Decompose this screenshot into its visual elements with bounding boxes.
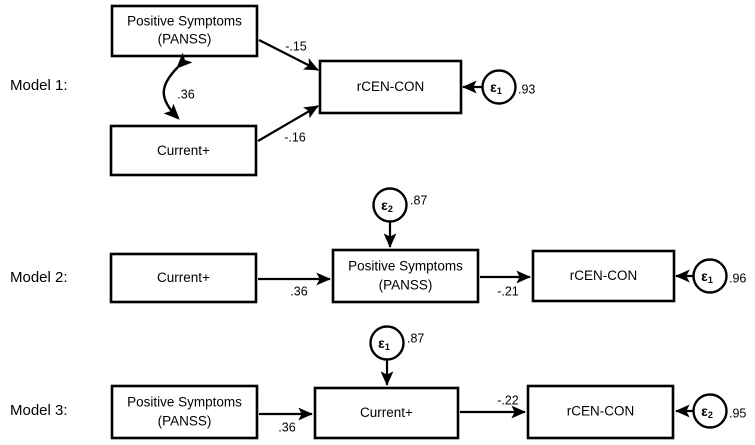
model-3-label: Model 3: xyxy=(10,402,68,419)
model-1-group: Model 1: Positive Symptoms (PANSS) Curre… xyxy=(10,4,535,177)
coef-m1-covariance: .36 xyxy=(177,87,194,101)
error-m1-e1[interactable]: ε1 .93 xyxy=(462,69,535,105)
node-m1-positive-symptoms-line1: Positive Symptoms xyxy=(127,14,242,29)
model-1-label: Model 1: xyxy=(10,77,68,94)
coef-m1-panss-to-rcen: -.15 xyxy=(285,39,307,53)
node-m2-positive-symptoms-line2: (PANSS) xyxy=(379,278,433,293)
error-m3-e1-coefficient: .87 xyxy=(407,331,424,345)
error-m2-e2-symbol: ε2 xyxy=(381,197,393,215)
node-m2-current-plus[interactable]: Current+ xyxy=(109,252,258,304)
node-m1-rcen-con-rect[interactable] xyxy=(318,59,463,115)
coef-m2-current-to-panss: .36 xyxy=(290,284,307,298)
model-2-label: Model 2: xyxy=(10,269,68,286)
error-m3-e2-symbol: ε2 xyxy=(701,403,713,421)
error-m3-e1[interactable]: ε1 .87 xyxy=(369,325,425,386)
coef-m3-panss-to-current: .36 xyxy=(278,420,295,434)
node-m2-positive-symptoms[interactable]: Positive Symptoms (PANSS) xyxy=(331,248,480,304)
error-m3-e1-symbol: ε1 xyxy=(378,335,390,353)
node-m3-current-plus-line1: Current+ xyxy=(360,405,413,420)
path-m1-panss-to-rcen xyxy=(258,39,319,71)
error-m3-e2-circle[interactable] xyxy=(692,393,728,429)
node-m2-positive-symptoms-line1: Positive Symptoms xyxy=(348,259,463,274)
error-m2-e1[interactable]: ε1 .96 xyxy=(675,258,746,294)
node-m2-rcen-con[interactable]: rCEN-CON xyxy=(531,249,676,303)
error-m2-e2[interactable]: ε2 .87 xyxy=(372,187,428,248)
node-m1-current-plus-rect[interactable] xyxy=(109,124,258,177)
node-m1-rcen-con-line1: rCEN-CON xyxy=(357,79,425,94)
node-m3-rcen-con[interactable]: rCEN-CON xyxy=(526,384,675,440)
node-m2-rcen-con-rect[interactable] xyxy=(531,249,676,303)
error-m1-e1-coefficient: .93 xyxy=(518,82,535,96)
error-m2-e1-coefficient: .96 xyxy=(729,271,746,285)
error-m3-e2[interactable]: ε2 .95 xyxy=(675,393,746,429)
node-m2-current-plus-line1: Current+ xyxy=(157,270,210,285)
node-m1-current-plus-line1: Current+ xyxy=(157,143,210,158)
node-m2-positive-symptoms-rect[interactable] xyxy=(331,248,480,304)
node-m3-positive-symptoms-line2: (PANSS) xyxy=(158,414,212,429)
path-m1-covariance-panss-current xyxy=(162,52,193,120)
node-m3-positive-symptoms[interactable]: Positive Symptoms (PANSS) xyxy=(110,384,259,440)
error-m2-e1-symbol: ε1 xyxy=(701,268,713,286)
coef-m2-panss-to-rcen: -.21 xyxy=(497,284,519,298)
node-m1-positive-symptoms-rect[interactable] xyxy=(110,4,259,58)
error-m3-e1-circle[interactable] xyxy=(369,325,405,361)
coef-m3-current-to-rcen: -.22 xyxy=(497,393,519,407)
model-3-group: Model 3: Positive Symptoms (PANSS) Curre… xyxy=(10,325,746,440)
node-m2-rcen-con-line1: rCEN-CON xyxy=(570,268,638,283)
node-m3-rcen-con-line1: rCEN-CON xyxy=(567,404,635,419)
error-m1-e1-circle[interactable] xyxy=(481,69,517,105)
node-m3-current-plus[interactable]: Current+ xyxy=(313,386,460,440)
node-m3-positive-symptoms-line1: Positive Symptoms xyxy=(127,395,242,410)
model-2-group: Model 2: Current+ Positive Symptoms (PAN… xyxy=(10,187,746,304)
node-m1-positive-symptoms[interactable]: Positive Symptoms (PANSS) xyxy=(110,4,259,58)
node-m3-rcen-con-rect[interactable] xyxy=(526,384,675,440)
error-m3-e2-coefficient: .95 xyxy=(729,406,746,420)
node-m1-current-plus[interactable]: Current+ xyxy=(109,124,258,177)
node-m2-current-plus-rect[interactable] xyxy=(109,252,258,304)
error-m1-e1-symbol: ε1 xyxy=(490,79,502,97)
node-m3-positive-symptoms-rect[interactable] xyxy=(110,384,259,440)
path-m1-current-to-rcen xyxy=(257,105,319,142)
error-m2-e2-circle[interactable] xyxy=(372,187,408,223)
error-m2-e1-circle[interactable] xyxy=(692,258,728,294)
error-m2-e2-coefficient: .87 xyxy=(410,193,427,207)
node-m3-current-plus-rect[interactable] xyxy=(313,386,460,440)
coef-m1-current-to-rcen: -.16 xyxy=(284,130,306,144)
node-m1-rcen-con[interactable]: rCEN-CON xyxy=(318,59,463,115)
node-m1-positive-symptoms-line2: (PANSS) xyxy=(158,32,212,47)
